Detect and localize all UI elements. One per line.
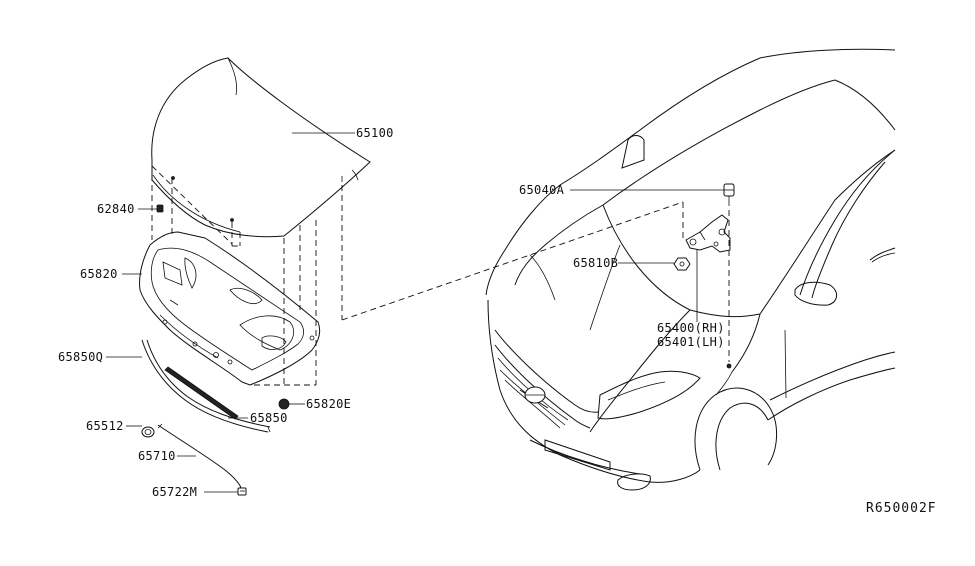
label-hood: 65100	[356, 126, 394, 140]
label-hinge-rh: 65400(RH)	[657, 321, 725, 335]
label-hood-insulator: 65820	[80, 267, 118, 281]
diagram-code: R650002F	[866, 501, 937, 516]
label-hinge-lh: 65401(LH)	[657, 335, 725, 349]
label-hinge-nut: 65810B	[573, 256, 618, 270]
release-cable-part	[157, 423, 243, 491]
grommet-part	[141, 426, 155, 438]
hood-insulator	[139, 231, 321, 386]
label-hood-clip: 62840	[97, 202, 135, 216]
leader-lines	[106, 132, 724, 493]
label-cable-clip: 65722M	[152, 485, 197, 499]
hinge-alignment-lines	[682, 202, 732, 369]
front-seal-part	[141, 339, 271, 433]
label-release-cable: 65710	[138, 449, 176, 463]
hinge-nut-part	[673, 257, 691, 271]
hood-panel	[151, 57, 371, 238]
rear-seal-part	[164, 366, 239, 420]
hood-alignment-lines	[151, 165, 684, 386]
label-front-seal: 65850Q	[58, 350, 103, 364]
hinge-bolt-part	[723, 183, 735, 206]
part-labels: 65100 62840 65820 65850Q 65850 65820E 65…	[58, 126, 937, 516]
hood-hinge-part	[685, 214, 731, 253]
cable-clip-part	[237, 487, 247, 496]
label-hinge-bolt: 65040A	[519, 183, 565, 197]
insulator-clip-part	[278, 398, 290, 410]
car-body	[485, 48, 896, 491]
label-grommet: 65512	[86, 419, 124, 433]
label-insulator-clip: 65820E	[306, 397, 351, 411]
hood-clip-part	[156, 204, 164, 213]
label-rear-seal: 65850	[250, 411, 288, 425]
